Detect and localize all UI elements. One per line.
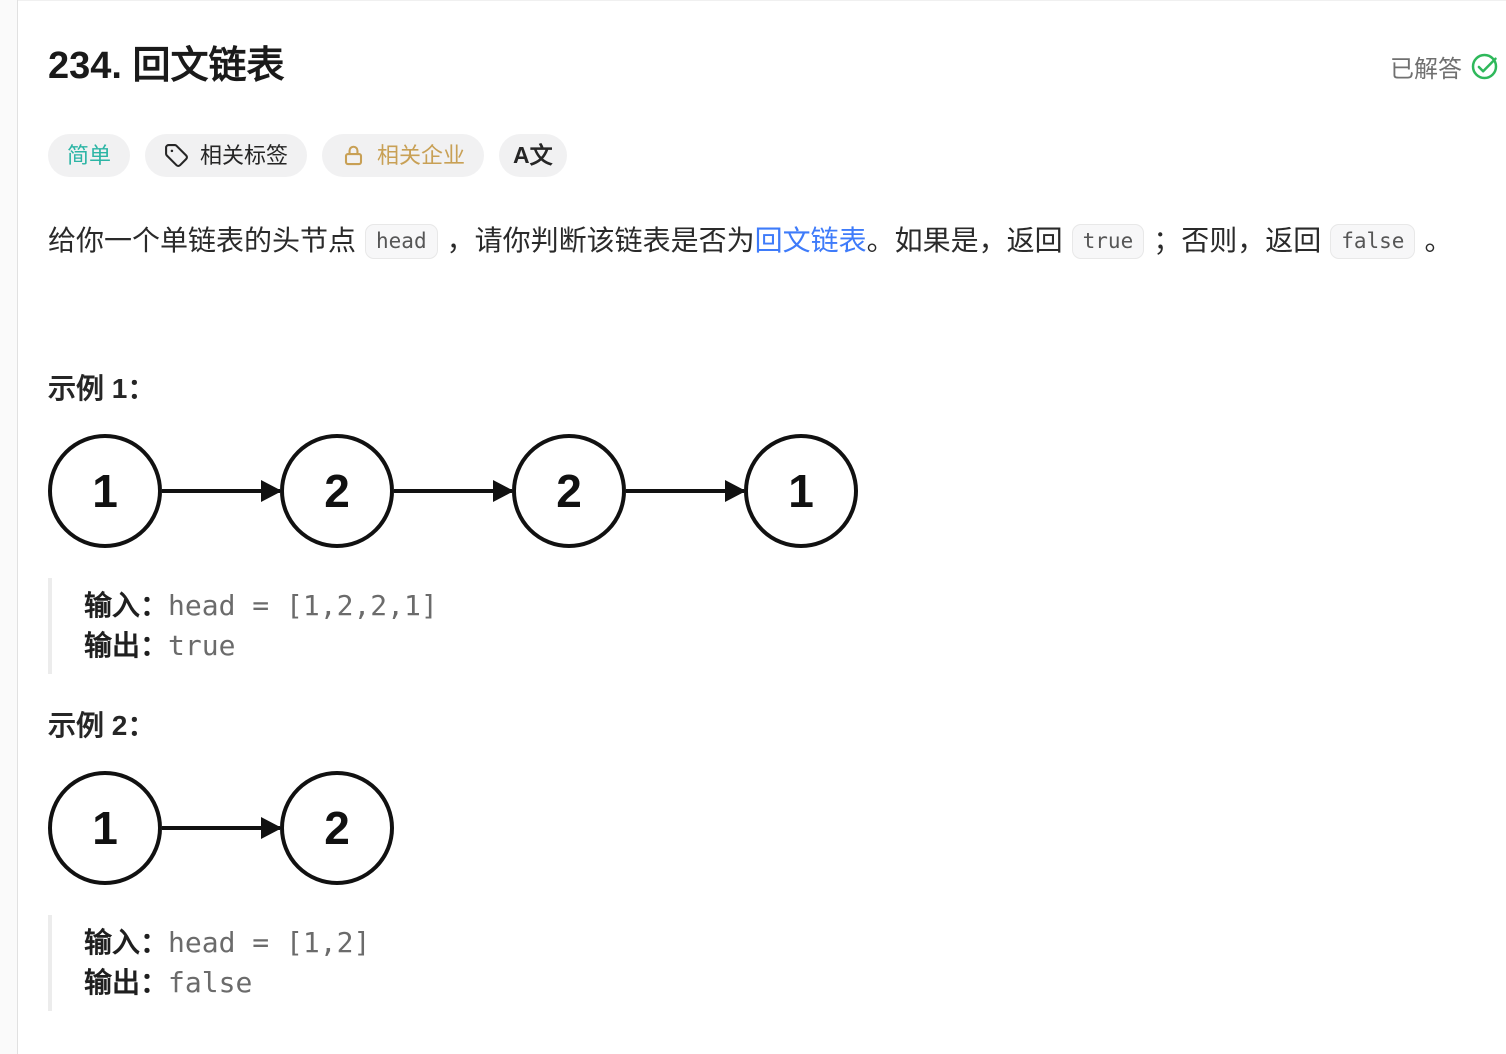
list-node: 1 bbox=[48, 434, 162, 548]
page-title: 234. 回文链表 bbox=[48, 45, 285, 87]
example-1-input-line: 输入：head = [1,2,2,1] bbox=[84, 586, 1500, 626]
statement-text: ，请你判断该链表是否为 bbox=[446, 225, 755, 256]
input-value: head = [1,2] bbox=[168, 926, 371, 959]
list-node: 2 bbox=[280, 434, 394, 548]
related-tags-label: 相关标签 bbox=[200, 142, 289, 168]
problem-description-panel: 234. 回文链表 已解答 简单 bbox=[18, 0, 1506, 1054]
related-companies-label: 相关企业 bbox=[377, 142, 466, 168]
statement-text: 。 bbox=[1424, 225, 1453, 256]
output-label: 输出： bbox=[84, 967, 169, 998]
example-2-output-line: 输出：false bbox=[84, 963, 1500, 1003]
output-value: true bbox=[168, 629, 236, 662]
inline-code-head: head bbox=[365, 224, 438, 259]
problem-header: 234. 回文链表 已解答 bbox=[48, 39, 1500, 93]
output-value: false bbox=[168, 966, 253, 999]
panel-divider[interactable] bbox=[0, 0, 18, 1054]
arrow-connector bbox=[162, 489, 280, 493]
input-label: 输入： bbox=[84, 927, 169, 958]
problem-statement: 给你一个单链表的头节点 head ，请你判断该链表是否为回文链表。如果是，返回 tru… bbox=[48, 219, 1500, 263]
list-node: 1 bbox=[744, 434, 858, 548]
statement-text: ；否则，返回 bbox=[1153, 225, 1322, 256]
inline-code-true: true bbox=[1071, 224, 1145, 259]
example-2-heading: 示例 2： bbox=[48, 710, 156, 741]
example-1: 示例 1： 1 2 2 1 输入：head = [1,2,2,1] 输出：true bbox=[48, 369, 1500, 674]
solved-status-badge: 已解答 bbox=[1390, 49, 1500, 84]
example-2-input-line: 输入：head = [1,2] bbox=[84, 923, 1500, 963]
inline-code-false: false bbox=[1330, 224, 1416, 259]
arrow-connector bbox=[626, 489, 744, 493]
input-label: 输入： bbox=[84, 590, 169, 621]
solved-label: 已解答 bbox=[1390, 55, 1462, 83]
example-1-output-line: 输出：true bbox=[84, 626, 1500, 666]
example-1-heading: 示例 1： bbox=[48, 373, 156, 404]
arrow-connector bbox=[394, 489, 512, 493]
arrow-connector bbox=[162, 826, 280, 830]
list-node: 1 bbox=[48, 771, 162, 885]
difficulty-badge: 简单 bbox=[48, 134, 131, 177]
output-label: 输出： bbox=[84, 630, 169, 661]
example-2-io-block: 输入：head = [1,2] 输出：false bbox=[48, 915, 1500, 1011]
tags-row: 简单 相关标签 相关企业 bbox=[48, 134, 1500, 177]
related-tags-button[interactable]: 相关标签 bbox=[145, 134, 308, 177]
palindrome-link[interactable]: 回文链表 bbox=[754, 225, 867, 256]
statement-text: 。如果是，返回 bbox=[866, 225, 1063, 256]
input-value: head = [1,2,2,1] bbox=[168, 589, 438, 622]
translate-icon: A文 bbox=[513, 142, 553, 168]
tag-icon bbox=[164, 143, 189, 168]
statement-text: 给你一个单链表的头节点 bbox=[48, 225, 357, 256]
list-node: 2 bbox=[512, 434, 626, 548]
example-1-io-block: 输入：head = [1,2,2,1] 输出：true bbox=[48, 578, 1500, 674]
list-node: 2 bbox=[280, 771, 394, 885]
check-circle-icon bbox=[1470, 51, 1500, 81]
related-companies-button[interactable]: 相关企业 bbox=[322, 134, 485, 177]
translate-button[interactable]: A文 bbox=[499, 134, 567, 177]
lock-icon bbox=[341, 143, 366, 168]
linked-list-diagram-1: 1 2 2 1 bbox=[48, 434, 1500, 548]
